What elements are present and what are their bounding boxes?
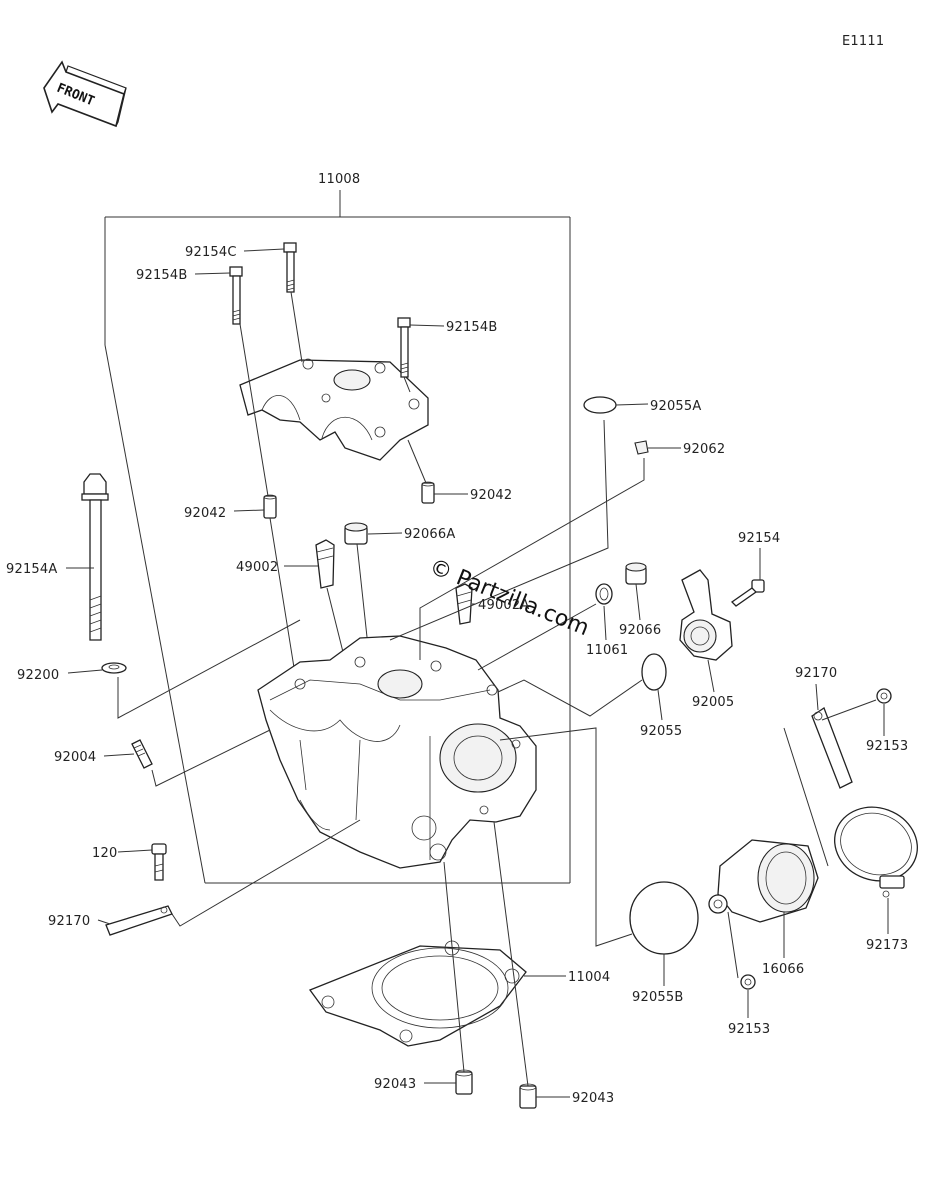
callout-120[interactable]: 120: [92, 846, 117, 861]
callout-92055B[interactable]: 92055B: [632, 990, 683, 1005]
leader-line: [493, 821, 529, 1087]
washer-11061: [595, 583, 613, 605]
bolt-92154A: [81, 473, 109, 641]
callout-49002A[interactable]: 49002A: [478, 598, 529, 613]
callout-92066[interactable]: 92066: [619, 623, 661, 638]
cylinder-head-body: [257, 635, 537, 869]
callout-92043-right[interactable]: 92043: [572, 1091, 614, 1106]
callout-92170-right[interactable]: 92170: [795, 666, 837, 681]
o-ring-92055: [641, 653, 667, 691]
callout-92154B-right[interactable]: 92154B: [446, 320, 497, 335]
callout-11004[interactable]: 11004: [568, 970, 610, 985]
dowel-92042-right: [421, 481, 435, 504]
assembly-bracket-11008: [104, 190, 571, 884]
callout-92042-right[interactable]: 92042: [470, 488, 512, 503]
leader-line: [419, 458, 645, 660]
plug-92066A: [344, 522, 368, 545]
plug-92066: [625, 562, 647, 585]
bolt-92154B-right: [397, 317, 411, 393]
callout-92066A[interactable]: 92066A: [404, 527, 455, 542]
front-arrow-icon: FRONT: [43, 60, 127, 128]
leader-line: [407, 439, 427, 484]
callout-11008[interactable]: 11008: [318, 172, 360, 187]
callout-92200[interactable]: 92200: [17, 668, 59, 683]
callout-92170-left[interactable]: 92170: [48, 914, 90, 929]
callout-92005[interactable]: 92005: [692, 695, 734, 710]
callout-92154C[interactable]: 92154C: [185, 245, 237, 260]
bolt-92153-right: [876, 688, 892, 704]
leader-line: [151, 729, 271, 787]
plug-92062: [634, 440, 649, 455]
leader-line: [171, 819, 361, 927]
dowel-92043-right: [519, 1083, 537, 1109]
callout-92154[interactable]: 92154: [738, 531, 780, 546]
bolt-120: [151, 843, 167, 881]
o-ring-92055A: [583, 396, 617, 414]
callout-92153-bottom[interactable]: 92153: [728, 1022, 770, 1037]
callout-labels: 11008 92154C 92154B 92154B 92055A 92062 …: [6, 172, 908, 1106]
callout-11061[interactable]: 11061: [586, 643, 628, 658]
camshaft-cap-part: [239, 358, 429, 461]
head-gasket-11004: [308, 940, 527, 1047]
leader-line: [821, 699, 877, 721]
leader-line: [389, 419, 609, 641]
leader-line: [239, 323, 297, 681]
water-pipe-16066: [708, 839, 819, 923]
callout-92042-left[interactable]: 92042: [184, 506, 226, 521]
callout-92173[interactable]: 92173: [866, 938, 908, 953]
bolt-92154B-left: [229, 266, 243, 325]
bracket-92170-right: [811, 707, 853, 789]
callout-92062[interactable]: 92062: [683, 442, 725, 457]
callout-92153-right[interactable]: 92153: [866, 739, 908, 754]
diagram-code: E1111: [842, 34, 884, 49]
leader-line: [477, 603, 597, 671]
fitting-92005: [679, 569, 733, 661]
callout-16066[interactable]: 16066: [762, 962, 804, 977]
bracket-92170-left: [105, 905, 173, 936]
leader-line: [443, 861, 465, 1073]
valve-guide-49002: [315, 539, 335, 589]
dowel-92042-left: [263, 494, 277, 519]
callout-92154B-left[interactable]: 92154B: [136, 268, 187, 283]
dowel-92043-left: [455, 1069, 473, 1095]
hose-clamp-92173: [834, 806, 918, 898]
leader-line: [497, 679, 643, 717]
callout-49002[interactable]: 49002: [236, 560, 278, 575]
leader-line: [117, 619, 301, 719]
leader-line: [727, 727, 829, 979]
bolt-92154: [730, 579, 765, 607]
callout-92154A[interactable]: 92154A: [6, 562, 57, 577]
bolt-92154C: [283, 242, 303, 363]
callout-92055A[interactable]: 92055A: [650, 399, 701, 414]
callout-92055[interactable]: 92055: [640, 724, 682, 739]
valve-guide-49002A: [455, 583, 473, 625]
o-ring-92055B: [629, 881, 699, 955]
stud-92004: [131, 739, 153, 769]
leader-line: [499, 727, 633, 947]
bolt-92153-bottom: [740, 974, 756, 990]
callout-92004[interactable]: 92004: [54, 750, 96, 765]
washer-92200: [101, 662, 127, 674]
callout-92043-left[interactable]: 92043: [374, 1077, 416, 1092]
